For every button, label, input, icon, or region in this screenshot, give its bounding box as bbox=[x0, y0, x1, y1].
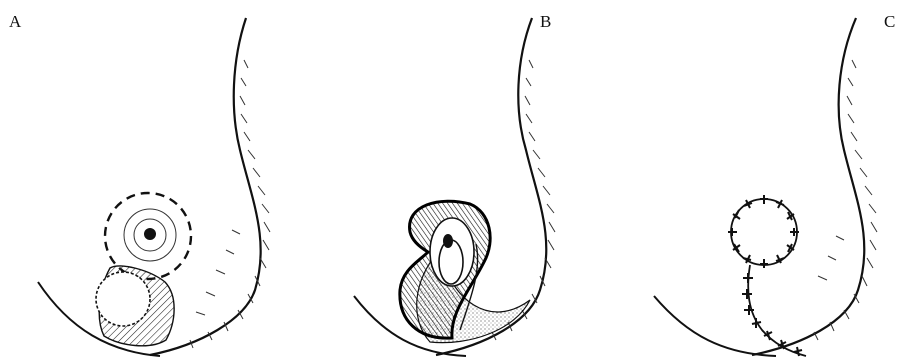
areola-ellipse-inner bbox=[439, 240, 463, 284]
shading-strokes bbox=[190, 60, 270, 348]
suture-stitches bbox=[728, 195, 799, 268]
panel-c-illustration bbox=[600, 0, 899, 359]
panel-b: B bbox=[300, 0, 600, 359]
panel-c: C bbox=[600, 0, 899, 359]
lower-fold bbox=[654, 296, 776, 356]
panel-b-illustration bbox=[300, 0, 600, 359]
panel-a: A bbox=[0, 0, 300, 359]
nipple bbox=[144, 228, 156, 240]
shading-strokes bbox=[814, 60, 877, 340]
lower-circle bbox=[96, 272, 150, 326]
shading-strokes bbox=[492, 60, 555, 340]
panel-a-illustration bbox=[0, 0, 300, 359]
nipple bbox=[443, 234, 453, 248]
suture-circle bbox=[731, 199, 797, 265]
breast-contour bbox=[752, 18, 864, 355]
